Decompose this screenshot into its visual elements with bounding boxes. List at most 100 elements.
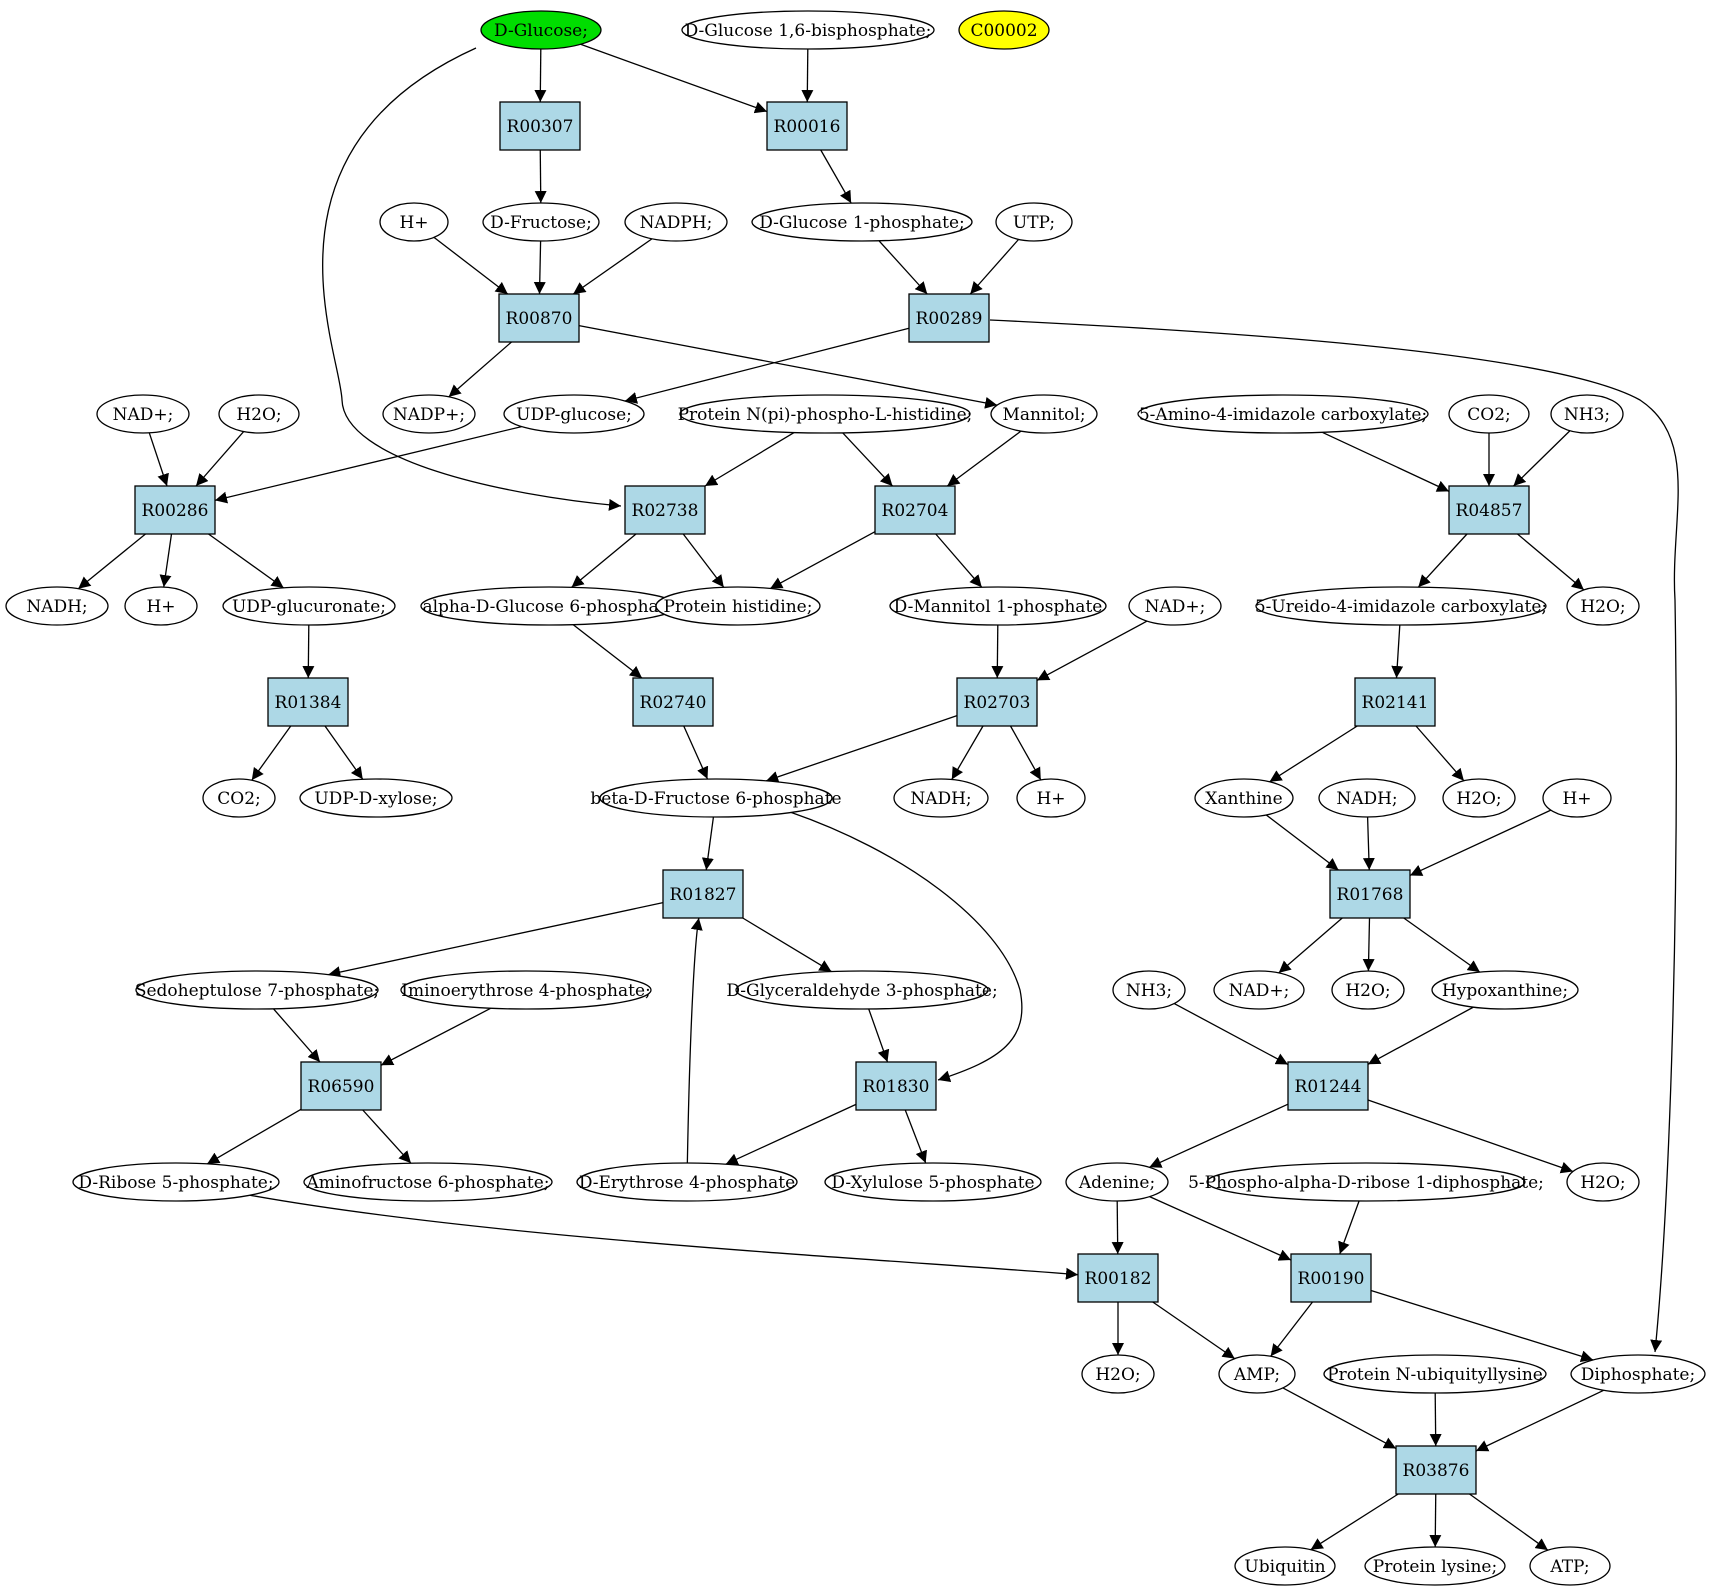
reaction-node-r06590[interactable]: R06590	[300, 1061, 382, 1111]
reaction-node-r01244[interactable]: R01244	[1287, 1061, 1369, 1111]
compound-node-aica[interactable]: 5-Amino-4-imidazole carboxylate;	[1137, 394, 1429, 434]
reaction-label: R00182	[1085, 1269, 1152, 1289]
reaction-node-r01384[interactable]: R01384	[267, 677, 349, 727]
compound-node-g3p[interactable]: D-Glyceraldehyde 3-phosphate;	[726, 970, 998, 1010]
compound-node-nh3_b[interactable]: NH3;	[1112, 970, 1186, 1010]
edge-r00870-to-n_mannitol	[578, 324, 998, 409]
compound-node-bdf6p[interactable]: beta-D-Fructose 6-phosphate	[590, 778, 842, 818]
compound-label: Protein N-ubiquityllysine	[1327, 1365, 1543, 1385]
compound-node-nadplus_r[interactable]: NAD+;	[96, 394, 190, 434]
reaction-node-r02141[interactable]: R02141	[1354, 677, 1436, 727]
reaction-node-r03876[interactable]: R03876	[1395, 1445, 1477, 1495]
compound-node-h2o_d[interactable]: H2O;	[1331, 970, 1405, 1010]
reaction-label: R06590	[308, 1077, 375, 1097]
compound-node-c00002[interactable]: C00002	[958, 10, 1050, 50]
edge-n_pnphis-to-r02738	[704, 432, 795, 487]
compound-node-dfructose[interactable]: D-Fructose;	[482, 202, 600, 242]
compound-node-nadpplus[interactable]: NADP+;	[382, 394, 476, 434]
reaction-node-r00190[interactable]: R00190	[1290, 1253, 1372, 1303]
compound-label: Adenine;	[1078, 1173, 1155, 1193]
reaction-box	[1329, 869, 1411, 919]
reaction-label: R02738	[632, 501, 699, 521]
compound-ellipse	[655, 586, 821, 626]
compound-node-co2_b[interactable]: CO2;	[202, 778, 276, 818]
compound-node-udpxylose[interactable]: UDP-D-xylose;	[299, 778, 453, 818]
reaction-node-r00182[interactable]: R00182	[1077, 1253, 1159, 1303]
compound-label: Protein N(pi)-phospho-L-histidine;	[678, 405, 973, 425]
compound-node-hypoxanthine[interactable]: Hypoxanthine;	[1431, 970, 1579, 1010]
compound-node-ie4p[interactable]: Iminoerythrose 4-phosphate;	[400, 970, 652, 1010]
compound-node-mannitol[interactable]: Mannitol;	[990, 394, 1098, 434]
compound-node-xanthine[interactable]: Xanthine	[1194, 778, 1294, 818]
compound-ellipse	[1065, 1162, 1169, 1202]
compound-node-dglucose[interactable]: D-Glucose;	[480, 10, 602, 50]
compound-node-r5p[interactable]: D-Ribose 5-phosphate;	[72, 1162, 280, 1202]
compound-node-pnphis[interactable]: Protein N(pi)-phospho-L-histidine;	[678, 394, 973, 434]
compound-ellipse	[599, 778, 833, 818]
compound-node-dg1p[interactable]: D-Glucose 1-phosphate;	[751, 202, 973, 242]
compound-node-dm1p[interactable]: D-Mannitol 1-phosphate	[889, 586, 1107, 626]
compound-node-uica[interactable]: 5-Ureido-4-imidazole carboxylate;	[1255, 586, 1547, 626]
compound-node-h2o_e[interactable]: H2O;	[1566, 1162, 1640, 1202]
reaction-box	[267, 677, 349, 727]
compound-node-h2o_c[interactable]: H2O;	[1442, 778, 1516, 818]
compound-label: Hypoxanthine;	[1442, 981, 1568, 1001]
compound-node-prothis[interactable]: Protein histidine;	[655, 586, 821, 626]
reaction-node-r01830[interactable]: R01830	[855, 1061, 937, 1111]
compound-node-dx5p[interactable]: D-Xylulose 5-phosphate	[824, 1162, 1042, 1202]
reaction-node-r00286[interactable]: R00286	[134, 485, 216, 535]
compound-node-prpp[interactable]: 5-Phospho-alpha-D-ribose 1-diphosphate;	[1188, 1162, 1544, 1202]
reaction-node-r02704[interactable]: R02704	[874, 485, 956, 535]
reaction-node-r02738[interactable]: R02738	[624, 485, 706, 535]
reaction-node-r01768[interactable]: R01768	[1329, 869, 1411, 919]
reaction-node-r00016[interactable]: R00016	[766, 101, 848, 151]
compound-node-adenine[interactable]: Adenine;	[1065, 1162, 1169, 1202]
compound-node-adg6p[interactable]: alpha-D-Glucose 6-phosphate	[420, 586, 678, 626]
compound-node-h2o_a[interactable]: H2O;	[218, 394, 300, 434]
reaction-label: R01244	[1295, 1077, 1362, 1097]
reaction-node-r02740[interactable]: R02740	[632, 677, 714, 727]
compound-node-de4p[interactable]: D-Erythrose 4-phosphate	[576, 1162, 798, 1202]
compound-node-protlys[interactable]: Protein lysine;	[1364, 1546, 1506, 1586]
compound-node-utp[interactable]: UTP;	[995, 202, 1073, 242]
compound-node-hplus3[interactable]: H+	[1016, 778, 1086, 818]
compound-ellipse	[1194, 778, 1294, 818]
edge-n_mannitol-to-r02704	[946, 430, 1022, 487]
compound-label: 5-Phospho-alpha-D-ribose 1-diphosphate;	[1188, 1173, 1544, 1193]
compound-label: H2O;	[1345, 981, 1390, 1001]
reaction-box	[632, 677, 714, 727]
compound-node-hplus2[interactable]: H+	[124, 586, 198, 626]
edge-n_de4p-to-r01827	[686, 917, 703, 1164]
reaction-node-r04857[interactable]: R04857	[1448, 485, 1530, 535]
compound-node-nadplus_c[interactable]: NAD+;	[1213, 970, 1305, 1010]
compound-label: NADH;	[26, 597, 87, 617]
compound-node-udpglucose[interactable]: UDP-glucose;	[503, 394, 645, 434]
compound-node-amp[interactable]: AMP;	[1218, 1354, 1296, 1394]
compound-node-co2_a[interactable]: CO2;	[1448, 394, 1530, 434]
compound-node-dg16bp[interactable]: D-Glucose 1,6-bisphosphate;	[681, 10, 935, 50]
compound-node-nadph[interactable]: NADPH;	[624, 202, 728, 242]
compound-node-h2o_f[interactable]: H2O;	[1081, 1354, 1155, 1394]
compound-node-diphosphate[interactable]: Diphosphate;	[1570, 1354, 1706, 1394]
compound-node-af6p[interactable]: Aminofructose 6-phosphate;	[303, 1162, 553, 1202]
reaction-node-r00870[interactable]: R00870	[498, 293, 580, 343]
compound-node-atp[interactable]: ATP;	[1529, 1546, 1611, 1586]
compound-node-hplus4[interactable]: H+	[1542, 778, 1612, 818]
compound-node-nadh_a[interactable]: NADH;	[5, 586, 109, 626]
compound-node-s7p[interactable]: Sedoheptulose 7-phosphate;	[135, 970, 379, 1010]
reaction-node-r00307[interactable]: R00307	[499, 101, 581, 151]
compound-node-udpglucuronate[interactable]: UDP-glucuronate;	[222, 586, 396, 626]
compound-node-ubiquitin[interactable]: Ubiquitin	[1234, 1546, 1336, 1586]
reaction-node-r02703[interactable]: R02703	[956, 677, 1038, 727]
edge-r00286-to-n_udpglucuronate	[208, 533, 285, 589]
compound-node-h2o_b[interactable]: H2O;	[1566, 586, 1640, 626]
compound-node-nadh_b[interactable]: NADH;	[893, 778, 989, 818]
edge-r01244-to-n_h2o_e	[1367, 1099, 1574, 1174]
reaction-node-r00289[interactable]: R00289	[908, 293, 990, 343]
compound-node-hplus1[interactable]: H+	[379, 202, 449, 242]
reaction-node-r01827[interactable]: R01827	[662, 869, 744, 919]
compound-node-nadplus_b[interactable]: NAD+;	[1128, 586, 1222, 626]
compound-node-pnub[interactable]: Protein N-ubiquityllysine	[1323, 1354, 1547, 1394]
compound-node-nadh_c[interactable]: NADH;	[1318, 778, 1416, 818]
compound-node-nh3_a[interactable]: NH3;	[1550, 394, 1624, 434]
